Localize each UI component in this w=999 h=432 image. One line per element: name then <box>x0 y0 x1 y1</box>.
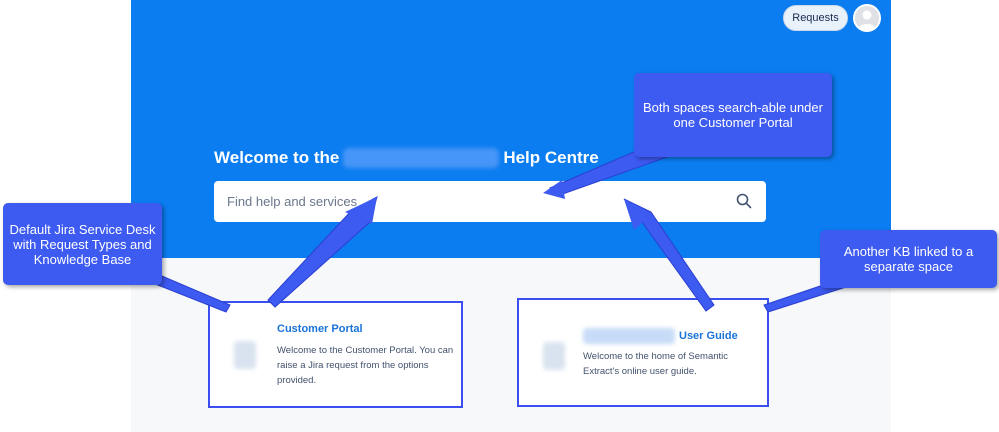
search-bar <box>214 181 766 222</box>
user-avatar-icon[interactable] <box>853 4 881 32</box>
card-title[interactable]: User Guide <box>679 330 738 342</box>
card-thumbnail <box>234 341 256 369</box>
card-description: Welcome to the Customer Portal. You can … <box>277 345 454 386</box>
card-customer-portal[interactable]: Customer Portal Welcome to the Customer … <box>208 301 463 408</box>
card-description: Welcome to the home of Semantic Extract'… <box>583 351 729 377</box>
welcome-suffix: Help Centre <box>503 148 599 167</box>
card-title[interactable]: Customer Portal <box>277 323 363 335</box>
search-input[interactable] <box>214 181 714 222</box>
requests-button[interactable]: Requests <box>783 5 848 31</box>
callout-another-kb: Another KB linked to a separate space <box>820 230 997 288</box>
page-title: Welcome to the Help Centre <box>214 146 599 170</box>
welcome-prefix: Welcome to the <box>214 148 340 167</box>
callout-both-spaces: Both spaces search-able under one Custom… <box>634 73 832 157</box>
card-user-guide[interactable]: User Guide Welcome to the home of Semant… <box>517 298 769 407</box>
search-icon[interactable] <box>736 193 752 209</box>
card-thumbnail <box>543 342 565 370</box>
callout-default-desk: Default Jira Service Desk with Request T… <box>3 203 162 285</box>
redacted-portal-name <box>343 148 500 168</box>
redacted-product-name <box>583 328 675 344</box>
card-title-wrap[interactable]: User Guide <box>583 328 738 344</box>
